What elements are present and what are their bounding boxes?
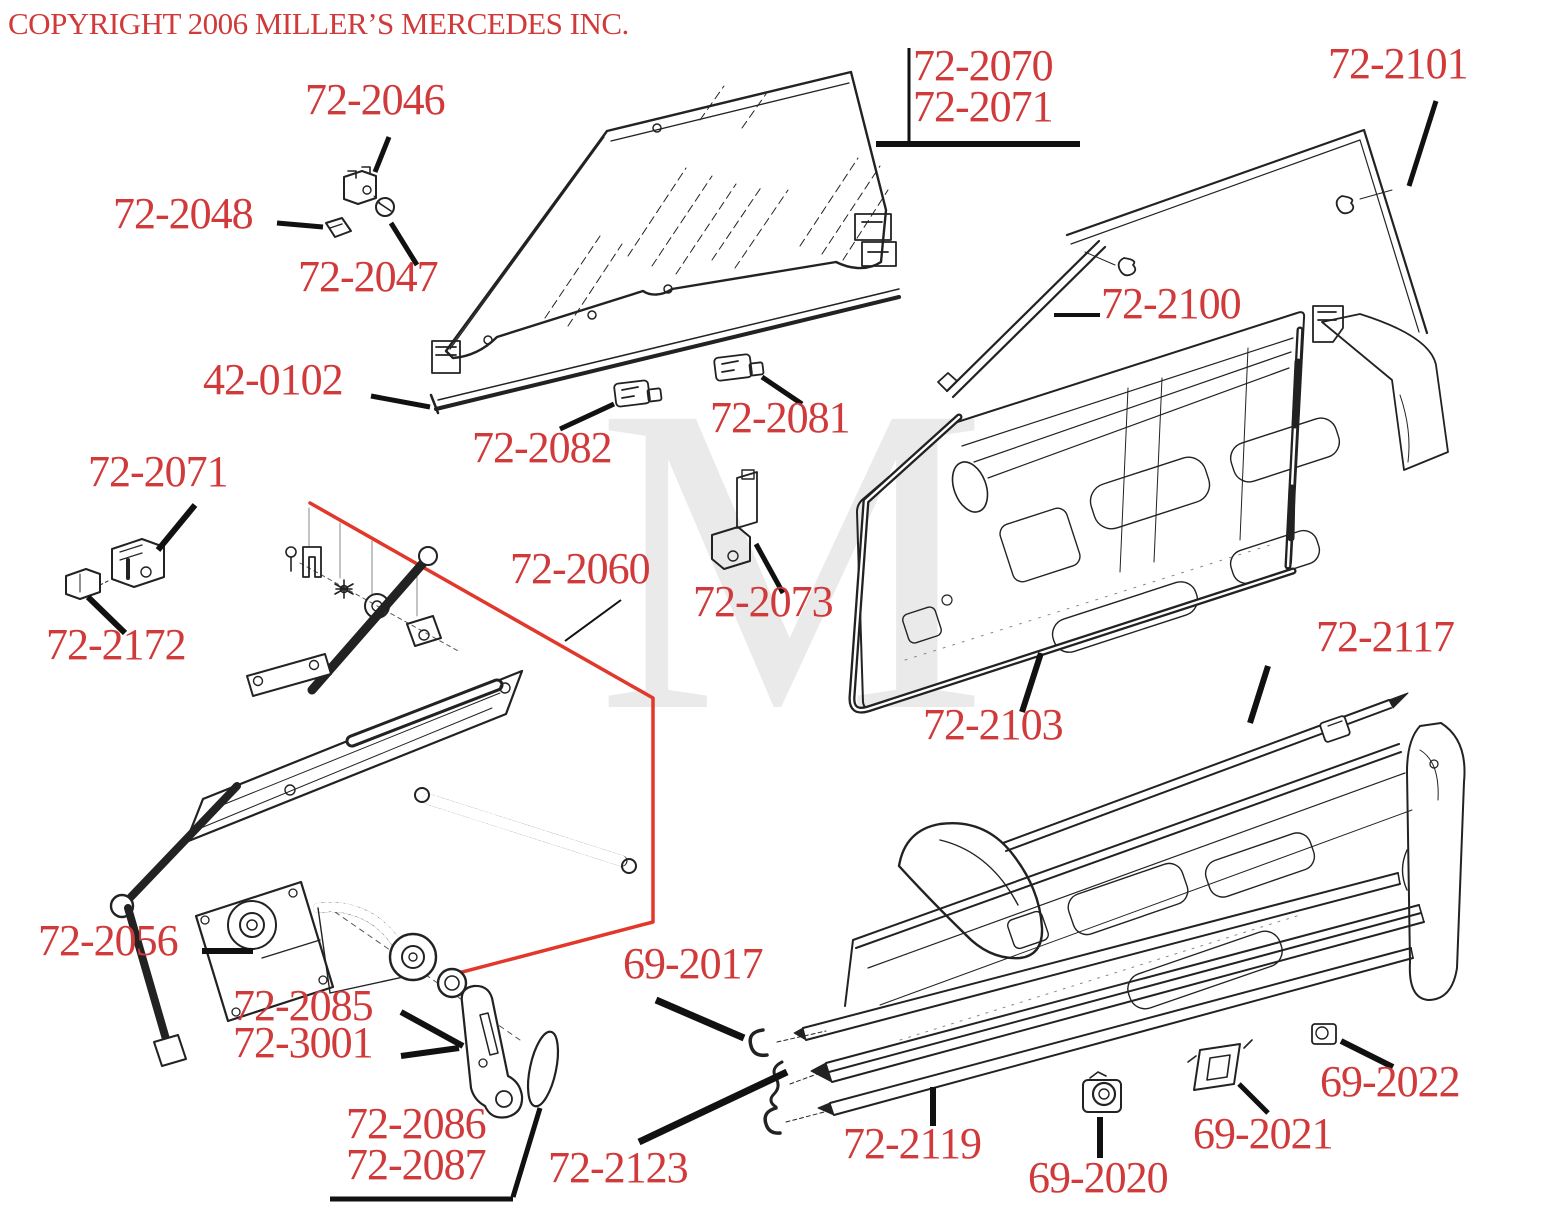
leader-line (1247, 665, 1271, 724)
glass-guide-2073 (711, 469, 758, 570)
leader-line (372, 136, 392, 173)
leader-line (1406, 100, 1439, 187)
window-frame (1065, 128, 1429, 335)
leader-line (637, 1068, 789, 1146)
molding-clips (748, 1028, 833, 1135)
leader-line (399, 1009, 465, 1049)
glass-bottom-rail (429, 288, 901, 415)
window-crank-handle (460, 984, 560, 1119)
lower-door-panel (844, 692, 1466, 1041)
glass-stop-clips (325, 166, 395, 238)
leader-line (370, 393, 431, 410)
glass-clip-2071 (65, 538, 165, 600)
leader-line (400, 1045, 460, 1059)
window-regulator-assembly (109, 507, 637, 1067)
leader-line (558, 401, 616, 432)
vent-channel (937, 239, 1137, 399)
leader-line (388, 221, 420, 267)
leader-line (760, 374, 804, 407)
door-glass (431, 70, 897, 374)
rail-bracket-2081 (713, 353, 765, 382)
fastener-clips (1082, 1023, 1337, 1113)
leader-line (1339, 1038, 1395, 1070)
leader-line (1019, 652, 1044, 713)
regulator-red-outline (308, 501, 655, 978)
upper-door-shell (848, 305, 1449, 714)
copyright-text: COPYRIGHT 2006 MILLER’S MERCEDES INC. (8, 6, 629, 41)
leader-line (85, 594, 128, 636)
leader-line (564, 599, 622, 642)
leader-line (276, 220, 324, 230)
leader-line (1237, 1082, 1270, 1115)
leader-line (654, 996, 746, 1042)
watermark-letter: M (596, 316, 988, 803)
rail-bracket-2082 (613, 379, 663, 408)
leader-line (155, 503, 198, 552)
leader-line (753, 542, 786, 595)
leader-line (510, 1107, 543, 1198)
